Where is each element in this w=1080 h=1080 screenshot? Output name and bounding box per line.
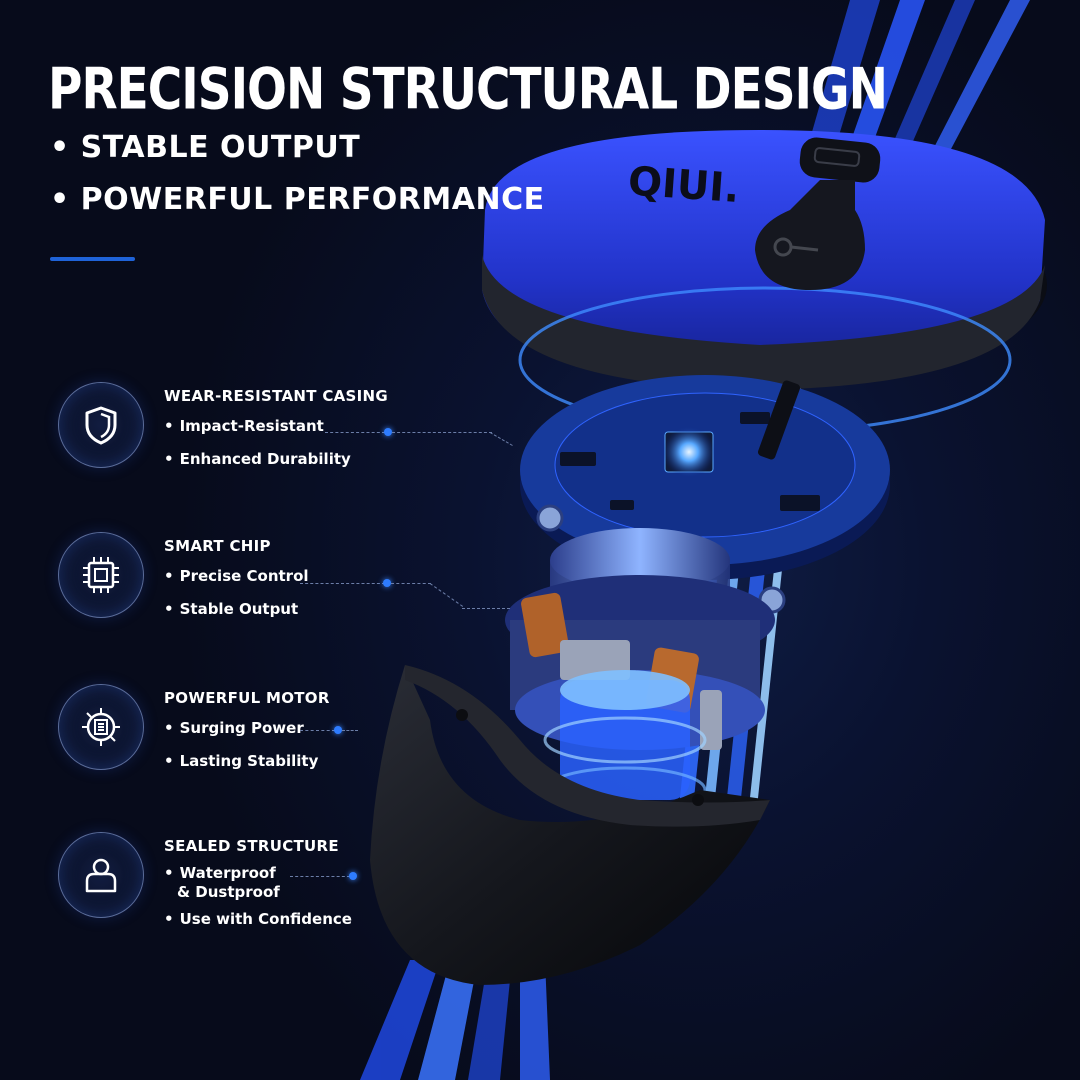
feature-item-continued: & Dustproof — [177, 883, 280, 901]
feature-item: •Surging Power — [164, 719, 304, 737]
feature-icon-badge — [58, 382, 144, 468]
leader-dot — [383, 579, 391, 587]
accent-divider — [50, 257, 135, 261]
feature-title: WEAR-RESISTANT CASING — [164, 387, 389, 405]
leader-line — [489, 432, 513, 446]
leader-line — [290, 876, 350, 877]
feature-icon-badge — [58, 532, 144, 618]
feature-item: •Waterproof — [164, 864, 276, 882]
feature-icon-badge — [58, 684, 144, 770]
leader-line — [300, 583, 385, 584]
user-lock-icon — [85, 858, 117, 893]
feature-item-text: Impact-Resistant — [179, 417, 324, 435]
feature-item: •Stable Output — [164, 600, 299, 618]
brand-logo: QIUI. — [627, 158, 741, 212]
header-bullet-2: • POWERFUL PERFORMANCE — [50, 182, 545, 217]
leader-line — [391, 583, 431, 584]
feature-icon-badge — [58, 832, 144, 918]
feature-title: SEALED STRUCTURE — [164, 837, 339, 855]
feature-title: POWERFUL MOTOR — [164, 689, 330, 707]
header-bullet-1: • STABLE OUTPUT — [50, 130, 360, 165]
leader-line — [300, 730, 335, 731]
feature-title: SMART CHIP — [164, 537, 271, 555]
chip-icon — [83, 557, 119, 593]
feature-wear-resistant-casing: WEAR-RESISTANT CASING •Impact-Resistant … — [0, 370, 520, 520]
leader-line — [392, 432, 492, 433]
feature-item-text: Lasting Stability — [179, 752, 319, 770]
bullet-glyph: • — [50, 130, 70, 165]
feature-item: •Enhanced Durability — [164, 450, 351, 468]
shield-icon — [85, 406, 117, 445]
leader-line — [325, 432, 385, 433]
header-bullet-2-text: POWERFUL PERFORMANCE — [80, 182, 545, 217]
feature-item: •Use with Confidence — [164, 910, 352, 928]
feature-sealed-structure: SEALED STRUCTURE •Waterproof & Dustproof… — [0, 820, 520, 970]
feature-item-text: Stable Output — [179, 600, 299, 618]
feature-item: •Precise Control — [164, 567, 309, 585]
leader-dot — [334, 726, 342, 734]
leader-dot — [349, 872, 357, 880]
leader-line — [429, 583, 464, 607]
leader-line — [462, 608, 510, 609]
feature-item-text: Use with Confidence — [179, 910, 352, 928]
page-title: PRECISION STRUCTURAL DESIGN — [48, 56, 888, 124]
header-bullet-1-text: STABLE OUTPUT — [80, 130, 361, 165]
feature-powerful-motor: POWERFUL MOTOR •Surging Power •Lasting S… — [0, 672, 520, 822]
leader-line — [342, 730, 358, 731]
feature-smart-chip: SMART CHIP •Precise Control •Stable Outp… — [0, 520, 520, 670]
feature-item-text: Precise Control — [179, 567, 309, 585]
feature-item-text: Enhanced Durability — [179, 450, 351, 468]
feature-item-text: Surging Power — [179, 719, 304, 737]
feature-item-text: Waterproof — [179, 864, 276, 882]
bullet-glyph: • — [50, 182, 70, 217]
feature-item: •Lasting Stability — [164, 752, 319, 770]
feature-item: •Impact-Resistant — [164, 417, 324, 435]
leader-dot — [384, 428, 392, 436]
motor-icon — [82, 708, 120, 746]
